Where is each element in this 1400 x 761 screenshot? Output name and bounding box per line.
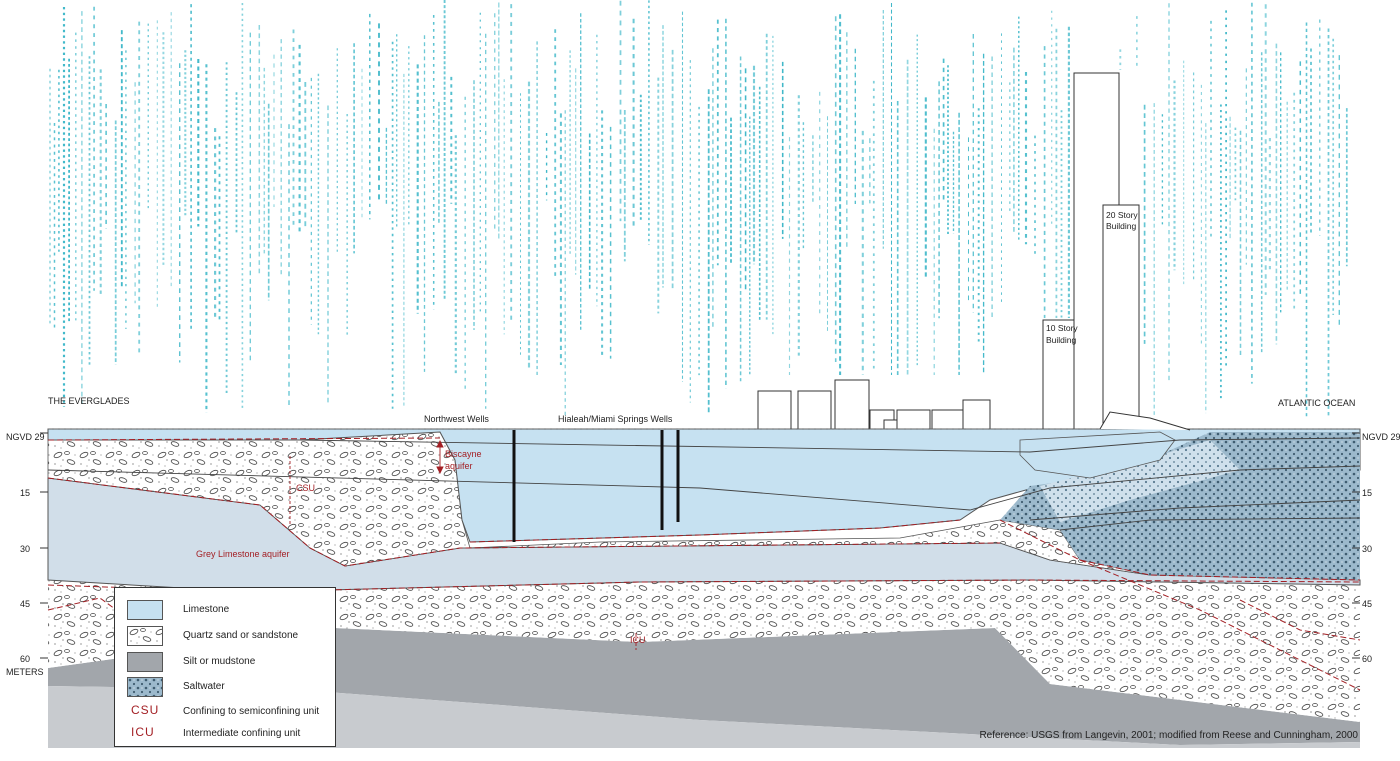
building-10-label-line2: Building — [1046, 335, 1077, 345]
tick-30-right: 30 — [1362, 544, 1372, 554]
datum-label-left: NGVD 29 — [6, 432, 45, 442]
legend-item-csu: CSU Confining to semiconfining unit — [123, 702, 333, 724]
reference-note: Reference: USGS from Langevin, 2001; mod… — [979, 730, 1358, 741]
legend-label: Intermediate confining unit — [183, 728, 301, 739]
biscayne-label-line1: Biscayne — [445, 449, 482, 459]
city-buildings — [757, 72, 1140, 433]
building-20-label-line2: Building — [1106, 221, 1137, 231]
tick-15-left: 15 — [20, 488, 30, 498]
csu-diagram-label: CSU — [296, 483, 315, 493]
csu-code: CSU — [131, 703, 160, 717]
sand-swatch — [127, 626, 163, 646]
icu-code: ICU — [131, 725, 155, 739]
legend-label: Limestone — [183, 604, 230, 615]
atlantic-ocean-label: ATLANTIC OCEAN — [1278, 398, 1355, 408]
tick-60-right: 60 — [1362, 654, 1372, 664]
legend-label: Confining to semiconfining unit — [183, 706, 320, 717]
everglades-label: THE EVERGLADES — [48, 396, 130, 406]
tick-45-left: 45 — [20, 599, 30, 609]
legend-item-saltwater: Saltwater — [123, 677, 333, 699]
tick-30-left: 30 — [20, 544, 30, 554]
legend-label: Quartz sand or sandstone — [183, 630, 299, 641]
building-20-story — [1102, 204, 1140, 432]
rainfall-lines — [49, 0, 1348, 419]
legend: Limestone Quartz sand or sandstone Silt … — [114, 587, 336, 747]
limestone-swatch — [127, 600, 163, 620]
grey-limestone-label: Grey Limestone aquifer — [196, 549, 290, 559]
datum-label-right: NGVD 29 — [1362, 432, 1400, 442]
legend-label: Silt or mudstone — [183, 656, 256, 667]
lower-sand-layer — [48, 575, 1360, 722]
building-20-label-line1: 20 Story — [1106, 210, 1138, 220]
silt-layer — [48, 628, 1360, 745]
wells — [512, 430, 680, 542]
biscayne-label-line2: aquifer — [445, 461, 473, 471]
tick-60-left: 60 — [20, 654, 30, 664]
legend-item-silt: Silt or mudstone — [123, 652, 333, 674]
silt-swatch — [127, 652, 163, 672]
saltwater-swatch — [127, 677, 163, 697]
icu-diagram-label: ICU — [630, 635, 646, 645]
legend-item-sand: Quartz sand or sandstone — [123, 626, 333, 648]
legend-label: Saltwater — [183, 681, 225, 692]
tick-45-right: 45 — [1362, 599, 1372, 609]
building-10-label-line1: 10 Story — [1046, 323, 1078, 333]
units-label: METERS — [6, 667, 44, 677]
confining-unit-lines — [47, 437, 1361, 691]
northwest-wells-label: Northwest Wells — [424, 414, 489, 424]
legend-item-limestone: Limestone — [123, 600, 333, 622]
legend-item-icu: ICU Intermediate confining unit — [123, 724, 333, 746]
tick-15-right: 15 — [1362, 488, 1372, 498]
hialeah-wells-label: Hialeah/Miami Springs Wells — [558, 414, 673, 424]
